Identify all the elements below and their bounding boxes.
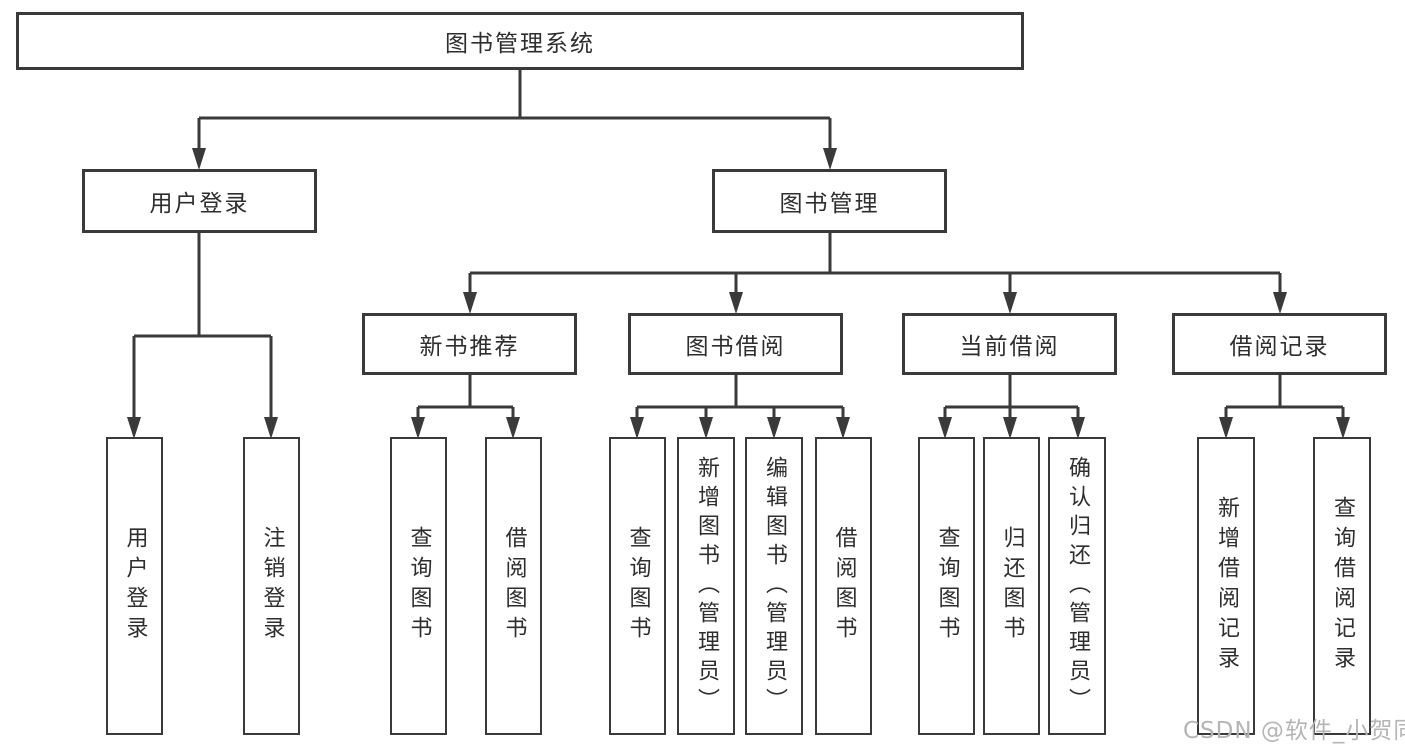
arrowhead	[192, 148, 206, 170]
leaf-borrow-books-2: 借阅图书	[815, 437, 872, 735]
leaf-return-books: 归还图书	[983, 437, 1040, 735]
connector-current-borrow-branch	[943, 375, 1080, 419]
arrowhead	[938, 417, 952, 439]
arrowhead	[1003, 292, 1017, 314]
arrowhead	[729, 292, 743, 314]
node-current-borrow: 当前借阅	[902, 313, 1117, 375]
leaf-user-login: 用户登录	[106, 437, 163, 735]
leaf-add-borrow-record: 新增借阅记录	[1197, 437, 1255, 735]
arrowhead	[463, 292, 477, 314]
arrowhead	[823, 148, 837, 170]
arrowhead	[127, 417, 141, 439]
arrowheads	[127, 148, 1350, 439]
connector-root-trunk	[197, 70, 832, 150]
connector-borrow-records-branch	[1224, 375, 1345, 419]
leaf-logout: 注销登录	[243, 437, 300, 735]
leaf-query-borrow-record: 查询借阅记录	[1313, 437, 1371, 735]
arrowhead	[630, 417, 644, 439]
leaf-query-books-2: 查询图书	[609, 437, 666, 735]
arrowhead	[1336, 417, 1350, 439]
leaf-query-books-3: 查询图书	[918, 437, 975, 735]
arrowhead	[506, 417, 520, 439]
leaf-add-books-admin: 新增图书（管理员）	[677, 437, 735, 735]
connector-book-borrow-branch	[635, 375, 845, 419]
leaf-confirm-return-admin: 确认归还（管理员）	[1048, 437, 1106, 735]
arrowhead	[1273, 292, 1287, 314]
arrowhead	[1003, 417, 1017, 439]
arrowhead	[699, 417, 713, 439]
arrowhead	[264, 417, 278, 439]
node-book-management: 图书管理	[712, 169, 947, 233]
node-book-borrow: 图书借阅	[628, 313, 843, 375]
node-user-login: 用户登录	[82, 169, 317, 233]
arrowhead	[1219, 417, 1233, 439]
connector-user-login-branch	[132, 233, 273, 419]
arrowhead	[767, 417, 781, 439]
leaf-borrow-books-1: 借阅图书	[485, 437, 542, 735]
csdn-watermark: CSDN @软件_小贺同学	[1183, 718, 1405, 744]
connector-new-book-branch	[416, 375, 515, 419]
node-root: 图书管理系统	[16, 12, 1024, 70]
connector-book-management-branch	[468, 233, 1282, 295]
node-new-book-recommend: 新书推荐	[362, 313, 577, 375]
leaf-edit-books-admin: 编辑图书（管理员）	[745, 437, 803, 735]
arrowhead	[836, 417, 850, 439]
node-borrow-records: 借阅记录	[1172, 313, 1387, 375]
arrowhead	[411, 417, 425, 439]
arrowhead	[1071, 417, 1085, 439]
leaf-query-books-1: 查询图书	[390, 437, 447, 735]
